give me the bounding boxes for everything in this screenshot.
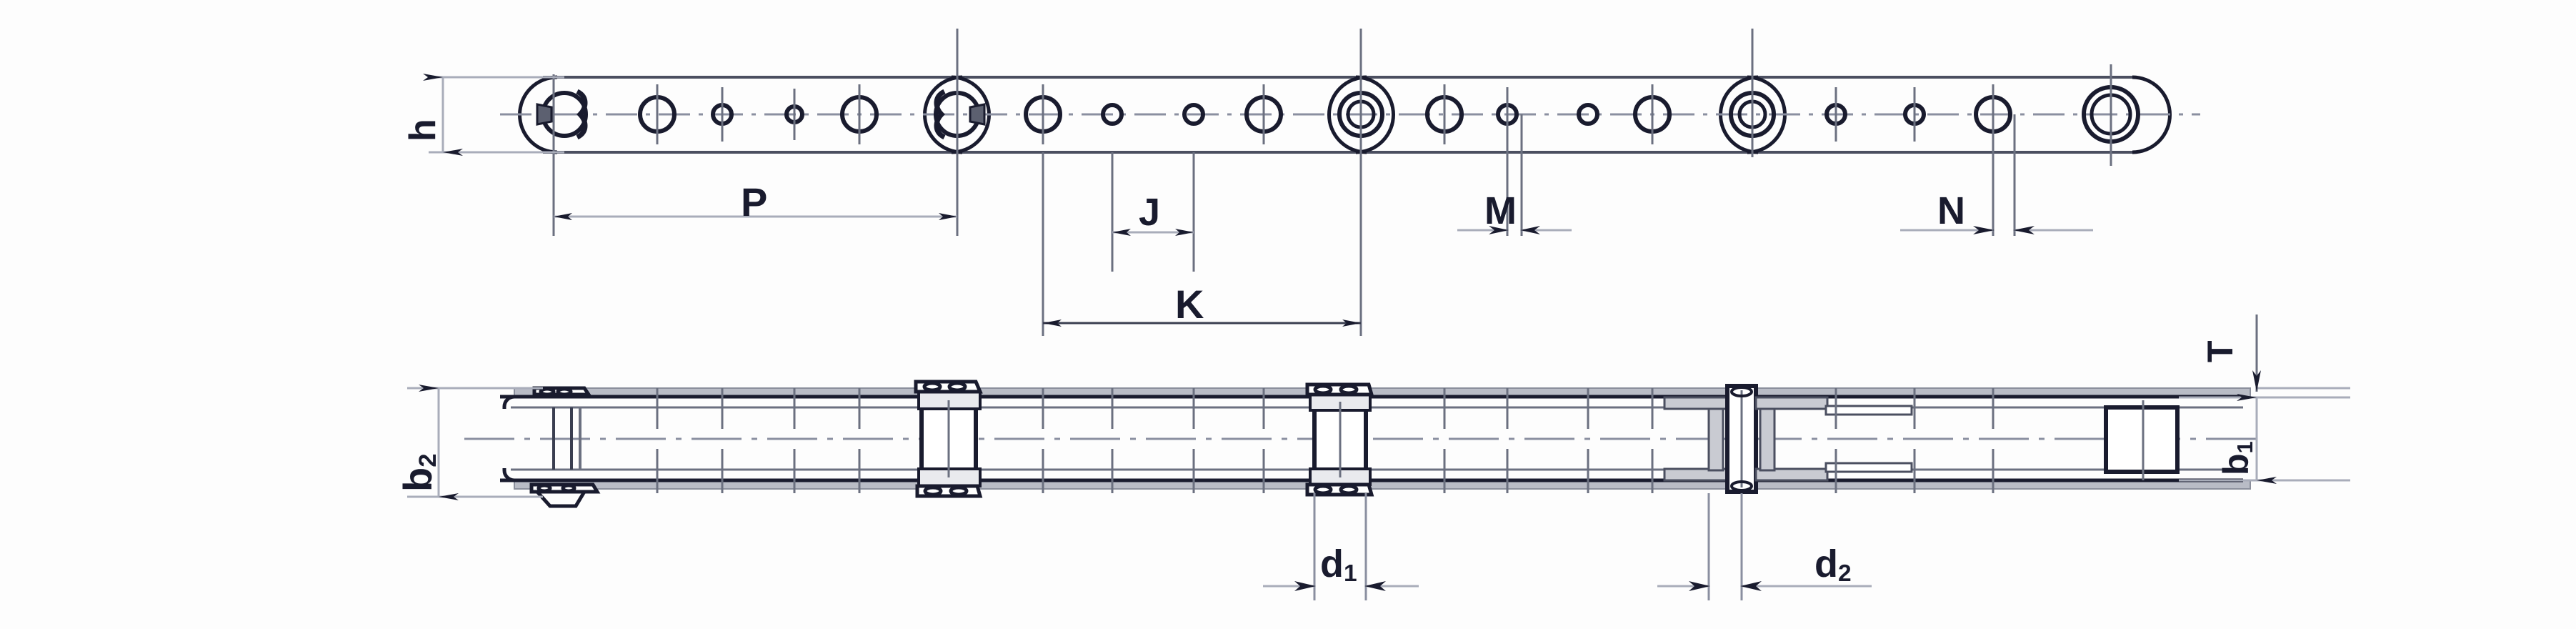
dimension-b1: [2179, 394, 2350, 484]
plan-view: [407, 314, 2350, 600]
bushing-left: [552, 407, 581, 470]
dimension-label-J: J: [1139, 191, 1161, 234]
dimension-label-d1: d1: [1320, 543, 1357, 588]
link-plate-band: [543, 76, 2136, 154]
dimension-h: [423, 74, 564, 156]
dimension-label-b1: b1: [2216, 441, 2257, 475]
cotter-pin-left: [529, 386, 601, 508]
dimension-N: [1900, 226, 2093, 234]
roller-right: [2104, 400, 2180, 480]
dimension-label-N: N: [1937, 189, 1965, 232]
cotter-pin-mid-2: [1305, 382, 1374, 497]
dimension-T: [2252, 314, 2350, 399]
dimension-d1: [1263, 581, 1419, 591]
extension-lines-top-view: [552, 29, 2016, 336]
cotter-pin-mid-1: [914, 380, 983, 498]
connecting-link-joint: [1663, 384, 1913, 494]
dimension-label-h: h: [402, 119, 444, 142]
dimension-label-P: P: [741, 179, 768, 224]
dimension-label-b2: b2: [395, 453, 442, 492]
dimension-M: [1457, 226, 1572, 234]
dimension-b2: [407, 385, 543, 500]
dimension-label-K: K: [1175, 282, 1204, 327]
extension-lines-d2: [1707, 493, 1743, 600]
dimension-label-d2: d2: [1814, 543, 1852, 588]
side-elevation-view: [423, 29, 2200, 336]
dimension-label-T: T: [2200, 340, 2240, 362]
dimension-J: [1112, 229, 1194, 236]
roller-block-1: [917, 390, 982, 487]
dimension-label-M: M: [1484, 189, 1517, 232]
dimension-d2: [1657, 581, 1872, 591]
plan-gridlines: [656, 388, 1995, 493]
roller-block-2: [1309, 393, 1372, 486]
pin-hole-group-1: [536, 84, 986, 144]
extension-lines-d1: [1313, 493, 1367, 600]
plan-left-end: [502, 395, 515, 482]
